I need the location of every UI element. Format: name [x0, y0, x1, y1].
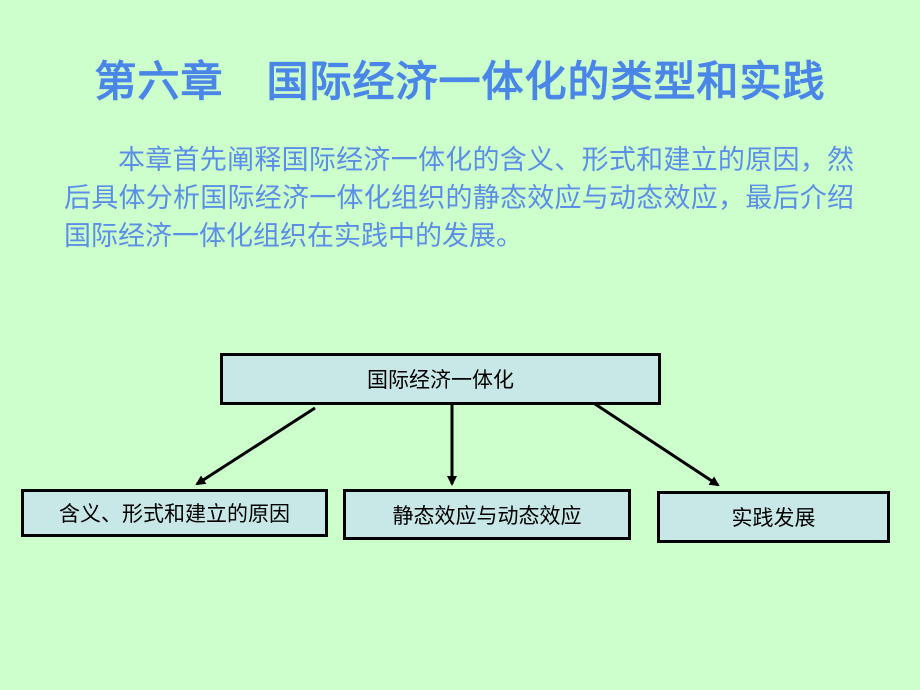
child-node-label: 含义、形式和建立的原因: [59, 502, 290, 526]
root-node-label: 国际经济一体化: [367, 368, 514, 392]
diagram-child-node-effects: 静态效应与动态效应: [343, 489, 631, 540]
intro-paragraph: 本章首先阐释国际经济一体化的含义、形式和建立的原因，然后具体分析国际经济一体化组…: [64, 145, 854, 252]
slide-title: 第六章 国际经济一体化的类型和实践: [94, 57, 826, 106]
child-node-label: 静态效应与动态效应: [392, 503, 582, 528]
diagram-child-node-practice: 实践发展: [657, 491, 890, 543]
child-node-label: 实践发展: [731, 506, 816, 530]
diagram-root-node: 国际经济一体化: [220, 353, 661, 405]
diagram-child-node-meaning: 含义、形式和建立的原因: [21, 489, 328, 537]
arrow-to-child-1: [195, 406, 316, 486]
arrow-to-child-3: [591, 400, 720, 487]
